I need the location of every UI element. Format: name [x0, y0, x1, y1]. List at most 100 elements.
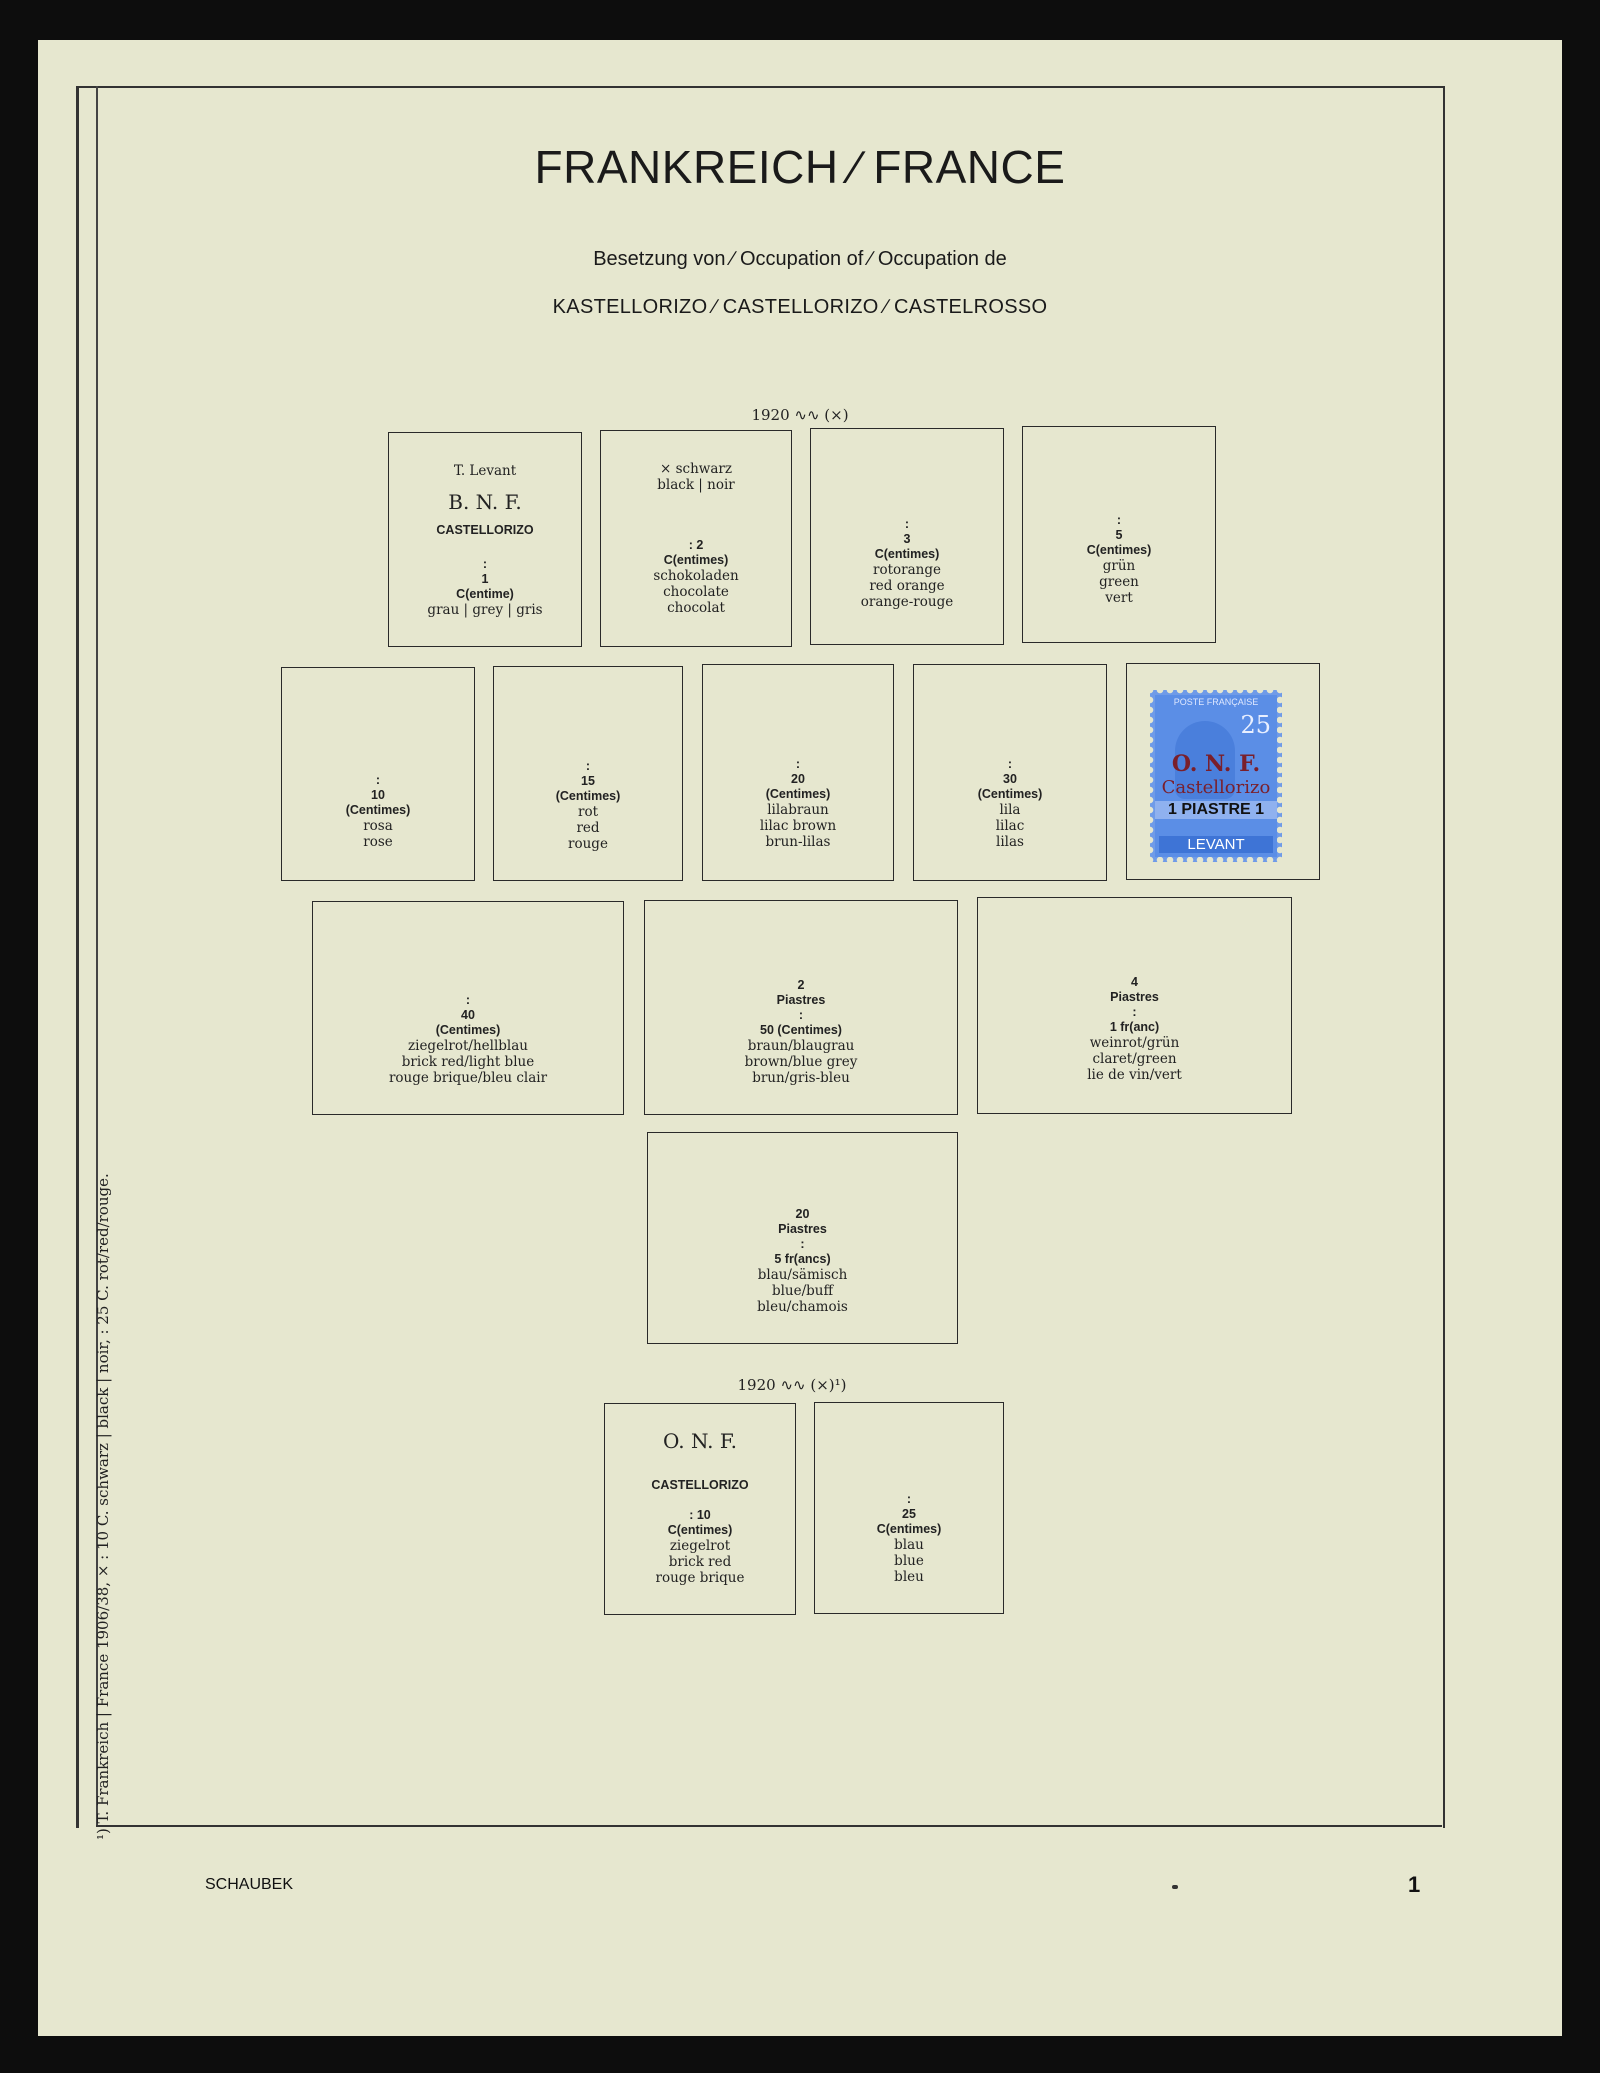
box-top-text: × schwarz	[660, 461, 732, 477]
box-color-fr: brun/gris-bleu	[752, 1070, 850, 1086]
stamp-box-5c: : 5 C(entimes) grün green vert	[1022, 426, 1216, 643]
box-colon: :	[798, 1008, 804, 1022]
allegory-figure-icon	[1175, 721, 1235, 799]
stamp-box-15c: : 15 (Centimes) rot red rouge	[493, 666, 683, 881]
box-color-de: braun/blaugrau	[747, 1038, 855, 1054]
box-value: 30	[1003, 772, 1017, 786]
box-color-de: weinrot/grün	[1089, 1035, 1180, 1051]
album-page	[38, 40, 1562, 2036]
box-colon: :	[375, 773, 381, 787]
box-colon: :	[465, 993, 471, 1007]
box-color-en: chocolate	[663, 584, 729, 600]
box-color-de: lilabraun	[767, 802, 829, 818]
stamp-box-onf-10c: O. N. F. CASTELLORIZO : 10 C(entimes) zi…	[604, 1403, 796, 1615]
box-colon: :	[795, 757, 801, 771]
box-color-de: rot	[577, 804, 598, 820]
box-value: 5 fr(ancs)	[774, 1252, 831, 1266]
box-color-fr: rose	[363, 834, 393, 850]
box-value: 20	[791, 772, 805, 786]
box-colon: :	[1007, 757, 1013, 771]
box-colon: :	[585, 759, 591, 773]
page-subtitle: Besetzung von ∕ Occupation of ∕ Occupati…	[593, 248, 1007, 270]
box-value: : 2	[688, 538, 704, 552]
stamp-box-onf-25c: : 25 C(entimes) blau blue bleu	[814, 1402, 1004, 1614]
box-unit-piastre: Piastres	[1110, 990, 1159, 1004]
box-unit: (Centimes)	[977, 787, 1043, 801]
box-color-fr: bleu/chamois	[757, 1299, 848, 1315]
footer-publisher: SCHAUBEK	[205, 1876, 294, 1893]
stamp-overprint-castellorizo: Castellorizo	[1161, 777, 1271, 798]
box-color-de: schokoladen	[653, 568, 739, 584]
box-color-fr: bleu	[894, 1569, 924, 1585]
box-unit: C(entime)	[456, 587, 514, 601]
box-value: 10	[371, 788, 385, 802]
page-frame	[76, 86, 1445, 1828]
box-color-fr: rouge brique	[655, 1570, 745, 1586]
box-overprint-name: CASTELLORIZO	[436, 523, 534, 537]
box-value: 1	[481, 572, 489, 586]
box-overprint-name: CASTELLORIZO	[651, 1478, 749, 1492]
stamp-box-4pi: 4 Piastres : 1 fr(anc) weinrot/grün clar…	[977, 897, 1292, 1114]
box-color-en: claret/green	[1092, 1051, 1177, 1067]
box-value: 15	[581, 774, 595, 788]
box-unit: C(entimes)	[1086, 543, 1152, 557]
frame-left-rule	[96, 86, 98, 1826]
stamp-country: LEVANT	[1159, 836, 1273, 853]
page-title: FRANKREICH ∕ FRANCE	[534, 141, 1066, 193]
box-value-piastre: 20	[795, 1207, 810, 1221]
box-value: 40	[461, 1008, 475, 1022]
box-color-fr: orange-rouge	[860, 594, 954, 610]
stamp-face: POSTE FRANÇAISE 25 O. N. F. Castellorizo…	[1155, 695, 1277, 857]
page-number: 1	[1408, 1872, 1421, 1897]
box-unit: C(entimes)	[667, 1523, 733, 1537]
box-color-fr: lie de vin/vert	[1087, 1067, 1182, 1083]
box-color-en: blue	[894, 1553, 924, 1569]
box-overprint: B. N. F.	[448, 490, 522, 514]
box-unit: C(entimes)	[874, 547, 940, 561]
box-value: 1 fr(anc)	[1109, 1020, 1160, 1034]
stamp-box-25c-filled	[1126, 663, 1320, 880]
box-color-en: blue/buff	[771, 1283, 834, 1299]
box-color: grau | grey | gris	[427, 602, 543, 618]
stamp-box-1c: T. Levant B. N. F. CASTELLORIZO : 1 C(en…	[388, 432, 582, 647]
stamp-box-20c: : 20 (Centimes) lilabraun lilac brown br…	[702, 664, 894, 881]
box-color-fr: brun-lilas	[765, 834, 831, 850]
box-colon: :	[1116, 513, 1122, 527]
region-title: KASTELLORIZO ∕ CASTELLORIZO ∕ CASTELROSS…	[552, 296, 1048, 318]
box-color-en: red orange	[869, 578, 945, 594]
footnote-vertical: ¹) T. Frankreich | France 1906/38, × : 1…	[94, 1173, 112, 1840]
stamp-value: 25	[1240, 711, 1271, 739]
box-top-text: T. Levant	[453, 463, 517, 479]
box-color-de: grün	[1102, 558, 1136, 574]
box-color-de: ziegelrot	[669, 1538, 731, 1554]
footer-dot	[1172, 1885, 1178, 1889]
box-value: 25	[902, 1507, 916, 1521]
box-color-de: rosa	[363, 818, 393, 834]
stamp-overprint-onf: O. N. F.	[1171, 751, 1261, 777]
box-color-en: brown/blue grey	[744, 1054, 858, 1070]
box-colon: :	[482, 557, 488, 571]
box-color-fr: rouge	[568, 836, 608, 852]
box-color-en: brick red	[668, 1554, 732, 1570]
box-unit: C(entimes)	[876, 1522, 942, 1536]
box-color-en: red	[576, 820, 600, 836]
box-unit: C(entimes)	[663, 553, 729, 567]
box-color-fr: vert	[1105, 590, 1133, 606]
box-unit: (Centimes)	[555, 789, 621, 803]
stamp-levant-25c-overprint: POSTE FRANÇAISE 25 O. N. F. Castellorizo…	[1145, 685, 1287, 867]
box-value-piastre: 2	[797, 978, 805, 992]
box-overprint: O. N. F.	[663, 1429, 737, 1453]
box-color-en: lilac brown	[759, 818, 837, 834]
box-color-de: blau	[894, 1537, 924, 1553]
stamp-header: POSTE FRANÇAISE	[1173, 697, 1259, 707]
stamp-box-2c: × schwarz black | noir : 2 C(entimes) sc…	[600, 430, 792, 647]
stamp-box-3c: : 3 C(entimes) rotorange red orange oran…	[810, 428, 1004, 645]
box-color-de: lila	[999, 802, 1021, 818]
box-color-de: rotorange	[873, 562, 941, 578]
stamp-box-20pi: 20 Piastres : 5 fr(ancs) blau/sämisch bl…	[647, 1132, 958, 1344]
frame-bottom-rule	[96, 1825, 1442, 1827]
box-top-text-2: black | noir	[657, 477, 735, 493]
box-value: : 10	[689, 1508, 711, 1522]
box-unit: (Centimes)	[435, 1023, 501, 1037]
box-value: 3	[903, 532, 911, 546]
